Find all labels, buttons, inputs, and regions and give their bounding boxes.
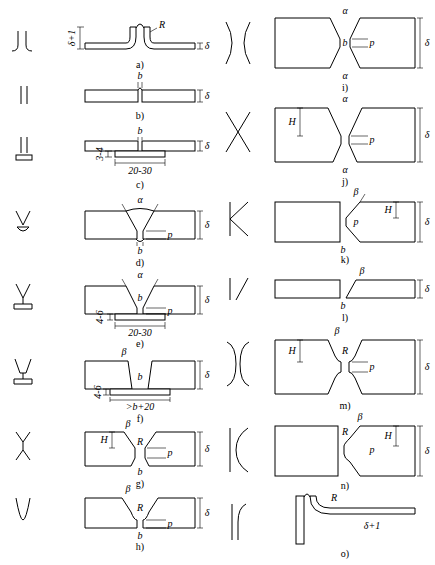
- dimension-label: δ+1: [364, 521, 380, 531]
- dimension-label: b: [341, 245, 346, 255]
- dimension-label: H: [288, 346, 295, 356]
- dimension-label: δ: [205, 41, 210, 51]
- dimension-label: b: [138, 246, 143, 256]
- dimension-label: β: [358, 412, 363, 422]
- dimension-label: p: [370, 135, 375, 145]
- figure-letter: e): [136, 339, 144, 349]
- figure-letter: m): [339, 401, 350, 411]
- dimension-label: b: [138, 531, 143, 541]
- figure-letter: l): [342, 313, 348, 323]
- figure-letter: f): [137, 414, 144, 424]
- dimension-label: δ: [425, 284, 430, 294]
- dimension-label: p: [370, 38, 375, 48]
- dimension-label: β: [335, 326, 340, 336]
- dimension-label: R: [331, 493, 337, 503]
- dimension-label: 20-30: [128, 166, 151, 176]
- dimension-label: δ: [205, 508, 210, 518]
- dimension-label: H: [384, 205, 391, 215]
- dimension-label: δ: [425, 38, 430, 48]
- dimension-label: β: [122, 347, 127, 357]
- figure-letter: a): [136, 60, 144, 70]
- dimension-label: α: [342, 71, 347, 81]
- dimension-label: R: [137, 503, 143, 513]
- dimension-label: α: [137, 270, 142, 280]
- dimension-label: β: [360, 266, 365, 276]
- dimension-label: β: [126, 419, 131, 429]
- dimension-label: α: [342, 94, 347, 104]
- figure-letter: k): [341, 255, 349, 265]
- dimension-label: p: [168, 448, 173, 458]
- dimension-label: b: [138, 467, 143, 477]
- dimension-label: R: [137, 437, 143, 447]
- dimension-label: R: [342, 427, 348, 437]
- figure-letter: g): [136, 479, 144, 489]
- dimension-label: p: [354, 217, 359, 227]
- figure-letter: n): [341, 481, 349, 491]
- dimension-label: δ: [425, 446, 430, 456]
- dimension-label: δ: [425, 217, 430, 227]
- figure-letter: d): [136, 258, 144, 268]
- dimension-label: b: [343, 38, 348, 48]
- dimension-label: δ: [205, 370, 210, 380]
- figure-letter: b): [136, 111, 144, 121]
- figure-letter: c): [136, 180, 144, 190]
- dimension-label: H: [100, 435, 107, 445]
- dimension-label: H: [288, 117, 295, 127]
- dimension-label: p: [168, 230, 173, 240]
- dimension-label: α: [342, 6, 347, 16]
- dimension-label: H: [384, 431, 391, 441]
- dimension-label: δ: [205, 141, 210, 151]
- dimension-label: δ+1: [67, 30, 77, 46]
- dimension-label: b: [138, 71, 143, 81]
- dimension-label: δ: [205, 295, 210, 305]
- dimension-label: δ: [425, 362, 430, 372]
- dimension-label: δ: [205, 220, 210, 230]
- dimension-label: 4-6: [95, 310, 105, 323]
- dimension-label: p: [370, 445, 375, 455]
- figure-letter: o): [341, 549, 349, 559]
- figure-letter: i): [342, 83, 348, 93]
- dimension-label: 3-4: [95, 147, 105, 160]
- dimension-label: b: [138, 293, 143, 303]
- dimension-label: δ: [205, 91, 210, 101]
- dimension-label: δ: [205, 444, 210, 454]
- dimension-label: α: [342, 165, 347, 175]
- figure-letter: j): [342, 177, 348, 187]
- dimension-label: β: [354, 187, 359, 197]
- dimension-label: α: [137, 195, 142, 205]
- dimension-label: p: [370, 362, 375, 372]
- dimension-label: β: [126, 484, 131, 494]
- dimension-label: b: [138, 126, 143, 136]
- dimension-label: b: [341, 301, 346, 311]
- dimension-label: 4-6: [93, 385, 103, 398]
- dimension-label: p: [168, 306, 173, 316]
- dimension-label: δ: [425, 130, 430, 140]
- dimension-label: R: [159, 20, 165, 30]
- dimension-label: 20-30: [128, 328, 151, 338]
- dimension-label: b: [138, 372, 143, 382]
- dimension-label: R: [342, 346, 348, 356]
- dimension-label: >b+20: [126, 402, 155, 412]
- dimension-label: p: [168, 519, 173, 529]
- figure-letter: h): [136, 542, 144, 552]
